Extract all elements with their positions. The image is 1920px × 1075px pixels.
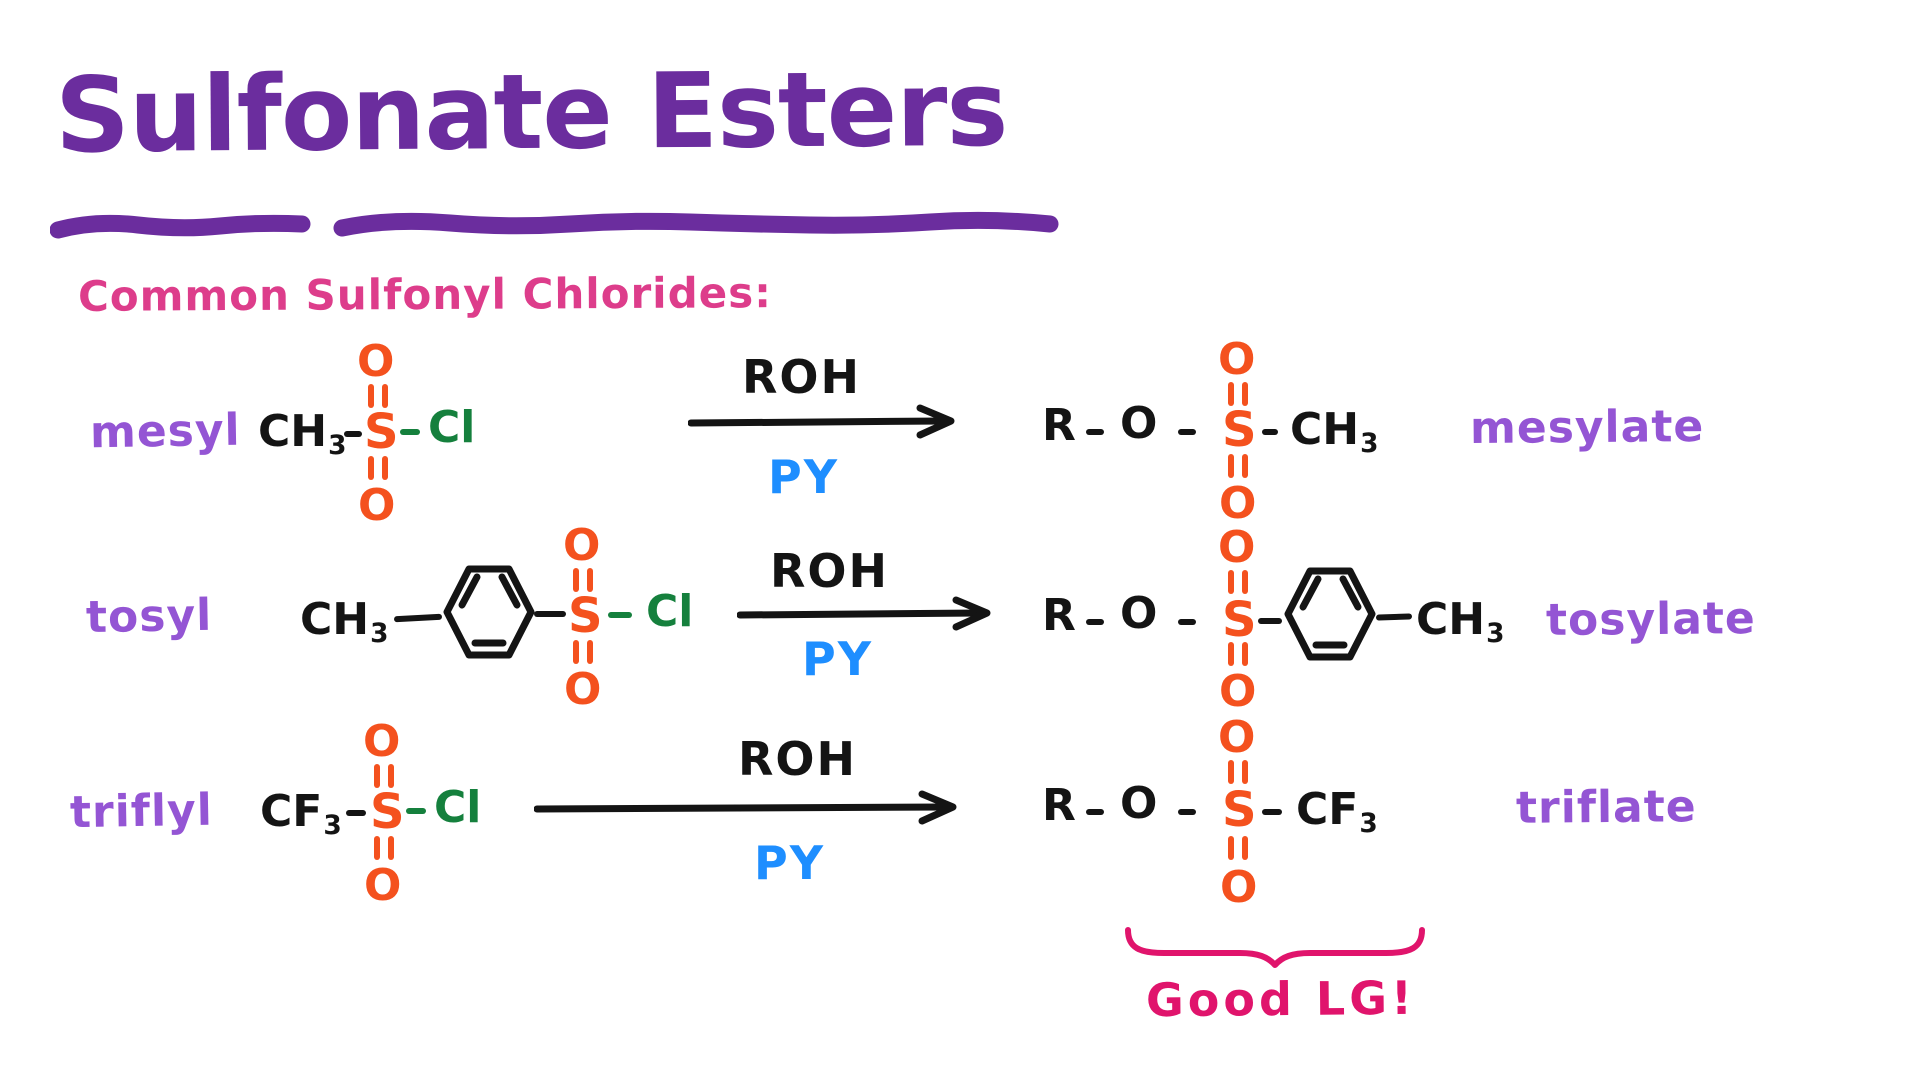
subscript: 3: [1486, 617, 1505, 649]
oxygen-bottom: O: [1220, 862, 1258, 913]
product-name-label: tosylate: [1545, 593, 1756, 646]
subscript: 3: [1360, 427, 1379, 459]
double-bond: [368, 384, 388, 408]
reaction-arrow: [737, 596, 991, 631]
sulfur-atom: S: [1222, 782, 1257, 838]
reagent-roh: ROH: [770, 544, 890, 598]
reactant-name-label: mesyl: [89, 404, 242, 459]
ester-oxygen: O: [1120, 398, 1158, 449]
chlorine-atom: Cl: [646, 586, 694, 637]
methyl-group: CH3: [300, 594, 389, 649]
product-name-label: triflate: [1515, 781, 1697, 834]
reactant-name-label: tosyl: [85, 589, 213, 644]
single-bond-s-cl: [406, 808, 426, 814]
subscript: 3: [370, 617, 389, 649]
single-bond: [346, 810, 366, 816]
oxygen-top: O: [357, 336, 395, 387]
oxygen-bottom: O: [364, 860, 402, 911]
reaction-arrow: [688, 404, 955, 439]
reagent-py: PY: [802, 632, 874, 686]
sulfur-atom: S: [568, 588, 603, 644]
double-bond: [573, 568, 593, 592]
alkyl-r: R: [1042, 400, 1076, 451]
ester-oxygen: O: [1120, 778, 1158, 829]
ester-oxygen: O: [1120, 588, 1158, 639]
underbrace: [1125, 927, 1425, 968]
reagent-py: PY: [754, 836, 826, 890]
sulfur-atom: S: [364, 404, 399, 460]
double-bond: [374, 836, 394, 860]
product-name-label: mesylate: [1469, 400, 1705, 455]
oxygen-bottom: O: [1219, 478, 1257, 529]
single-bond: [1178, 619, 1196, 625]
single-bond-s-cl: [400, 429, 420, 435]
oxygen-top: O: [1218, 334, 1256, 385]
single-bond: [393, 613, 443, 623]
alkyl-r: R: [1042, 780, 1076, 831]
trifluoromethyl-group: CF3: [1296, 784, 1378, 839]
oxygen-top: O: [363, 716, 401, 767]
chlorine-atom: Cl: [434, 782, 482, 833]
double-bond: [1228, 836, 1248, 860]
alkyl-r: R: [1042, 590, 1076, 641]
single-bond: [1086, 619, 1104, 625]
single-bond: [1262, 429, 1278, 435]
double-bond: [1228, 642, 1248, 666]
subscript: 3: [328, 429, 347, 461]
sulfur-atom: S: [1222, 402, 1257, 458]
single-bond: [1178, 429, 1196, 435]
subscript: 3: [1359, 807, 1378, 839]
double-bond: [374, 764, 394, 788]
single-bond: [1178, 809, 1196, 815]
trifluoromethyl-group: CF3: [260, 786, 342, 841]
oxygen-top: O: [1218, 522, 1256, 573]
subscript: 3: [323, 809, 342, 841]
oxygen-bottom: O: [564, 664, 602, 715]
single-bond-s-cl: [608, 612, 632, 618]
sulfur-atom: S: [1222, 592, 1257, 648]
reagent-roh: ROH: [742, 350, 862, 404]
single-bond: [1262, 809, 1282, 815]
oxygen-top: O: [1218, 712, 1256, 763]
section-heading: Common Sulfonyl Chlorides:: [77, 268, 773, 321]
reagent-roh: ROH: [738, 732, 858, 786]
double-bond: [1228, 760, 1248, 784]
page-title: Sulfonate Esters: [54, 47, 1008, 177]
double-bond: [1228, 382, 1248, 406]
chlorine-atom: Cl: [428, 402, 476, 453]
double-bond: [573, 640, 593, 664]
single-bond: [1086, 809, 1104, 815]
single-bond: [1258, 618, 1282, 624]
benzene-ring: [1284, 567, 1376, 661]
methyl-group: CH3: [258, 406, 347, 461]
methyl-group: CH3: [1290, 404, 1379, 459]
double-bond: [1228, 454, 1248, 478]
reagent-py: PY: [768, 450, 840, 504]
oxygen-top: O: [563, 520, 601, 571]
sulfur-atom: S: [370, 784, 405, 840]
oxygen-bottom: O: [358, 480, 396, 531]
double-bond: [368, 456, 388, 480]
title-underline: [50, 211, 1059, 239]
single-bond: [1375, 613, 1413, 621]
single-bond: [1086, 429, 1104, 435]
single-bond: [534, 611, 566, 617]
oxygen-bottom: O: [1219, 666, 1257, 717]
benzene-ring: [443, 565, 535, 659]
reactant-name-label: triflyl: [69, 784, 214, 839]
methyl-group: CH3: [1416, 594, 1505, 649]
reaction-arrow: [534, 790, 957, 825]
double-bond: [1228, 570, 1248, 594]
single-bond: [344, 431, 362, 437]
good-lg-annotation: Good LG!: [1145, 970, 1417, 1028]
